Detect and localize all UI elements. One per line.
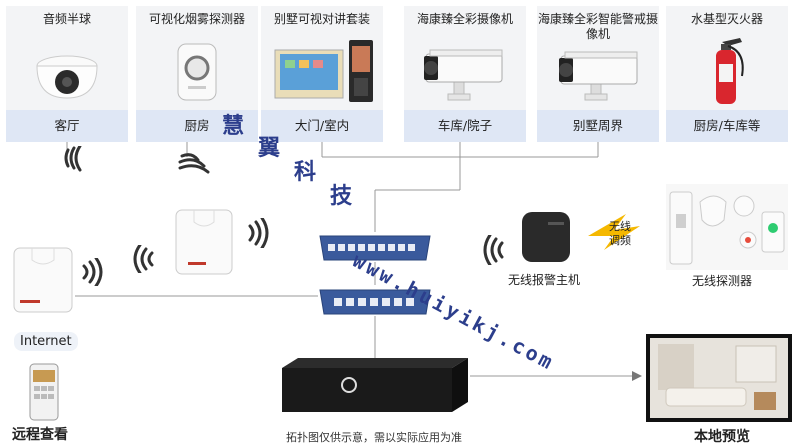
internet-label: Internet <box>14 332 78 351</box>
device-name: 海康臻全彩摄像机 <box>416 12 513 26</box>
device-name: 别墅可视对讲套装 <box>273 12 370 26</box>
detectors-label: 无线探测器 <box>692 274 753 288</box>
wireless-signal-icon <box>64 146 82 172</box>
smartphone-icon <box>29 363 59 421</box>
device-name: 可视化烟雾探测器 <box>148 12 245 26</box>
watermark-char: 技 <box>330 183 353 209</box>
alarm-host-label: 无线报警主机 <box>508 273 581 287</box>
device-name: 水基型灭火器 <box>690 12 763 26</box>
wireless-detectors-group <box>666 184 788 270</box>
wireless-signal-icon <box>82 258 103 286</box>
watermark-char: 慧 <box>222 113 245 139</box>
wireless-signal-icon <box>133 245 154 273</box>
intercom-icon <box>261 36 383 106</box>
wireless-signal-icon <box>483 235 504 265</box>
smoke-detector-icon <box>136 36 258 106</box>
monitor-display-icon <box>646 334 792 422</box>
network-switch-icon <box>319 289 431 315</box>
wireless-router-icon <box>175 209 233 275</box>
device-location: 别墅周界 <box>537 110 659 142</box>
device-card-intercom: 别墅可视对讲套装 大门/室内 <box>261 6 383 142</box>
nvr-recorder-icon <box>282 358 468 412</box>
watermark-char: 翼 <box>258 135 281 161</box>
alarm-host-icon <box>522 212 570 262</box>
wireless-link-label: 无线调频 <box>609 220 631 247</box>
bullet-camera-icon <box>404 36 526 106</box>
device-location: 厨房 <box>136 110 258 142</box>
device-name: 海康臻全彩智能警戒摄像机 <box>537 12 658 41</box>
device-location: 车库/院子 <box>404 110 526 142</box>
smart-camera-icon <box>537 44 659 114</box>
watermark-char: 科 <box>294 159 317 185</box>
local-preview-label: 本地预览 <box>694 429 750 445</box>
wireless-signal-icon <box>178 153 210 174</box>
device-name: 音频半球 <box>42 12 91 26</box>
lightning-icon <box>588 214 640 250</box>
device-location: 厨房/车库等 <box>666 110 788 142</box>
device-location: 大门/室内 <box>261 110 383 142</box>
wireless-detector-icon <box>669 191 785 265</box>
device-card-dome-camera: 音频半球 客厅 <box>6 6 128 142</box>
network-switch-icon <box>319 235 431 261</box>
device-card-fire-extinguisher: 水基型灭火器 厨房/车库等 <box>666 6 788 142</box>
wireless-signal-icon <box>248 218 269 248</box>
device-card-bullet-camera: 海康臻全彩摄像机 车库/院子 <box>404 6 526 142</box>
disclaimer-note: 拓扑图仅供示意，需以实际应用为准 <box>286 431 462 444</box>
remote-view-label: 远程查看 <box>12 427 68 443</box>
dome-camera-icon <box>6 36 128 106</box>
fire-extinguisher-icon <box>666 36 788 106</box>
wireless-router-icon <box>13 247 73 313</box>
device-card-smart-camera: 海康臻全彩智能警戒摄像机 别墅周界 <box>537 6 659 142</box>
device-card-smoke-detector: 可视化烟雾探测器 厨房 <box>136 6 258 142</box>
device-location: 客厅 <box>6 110 128 142</box>
